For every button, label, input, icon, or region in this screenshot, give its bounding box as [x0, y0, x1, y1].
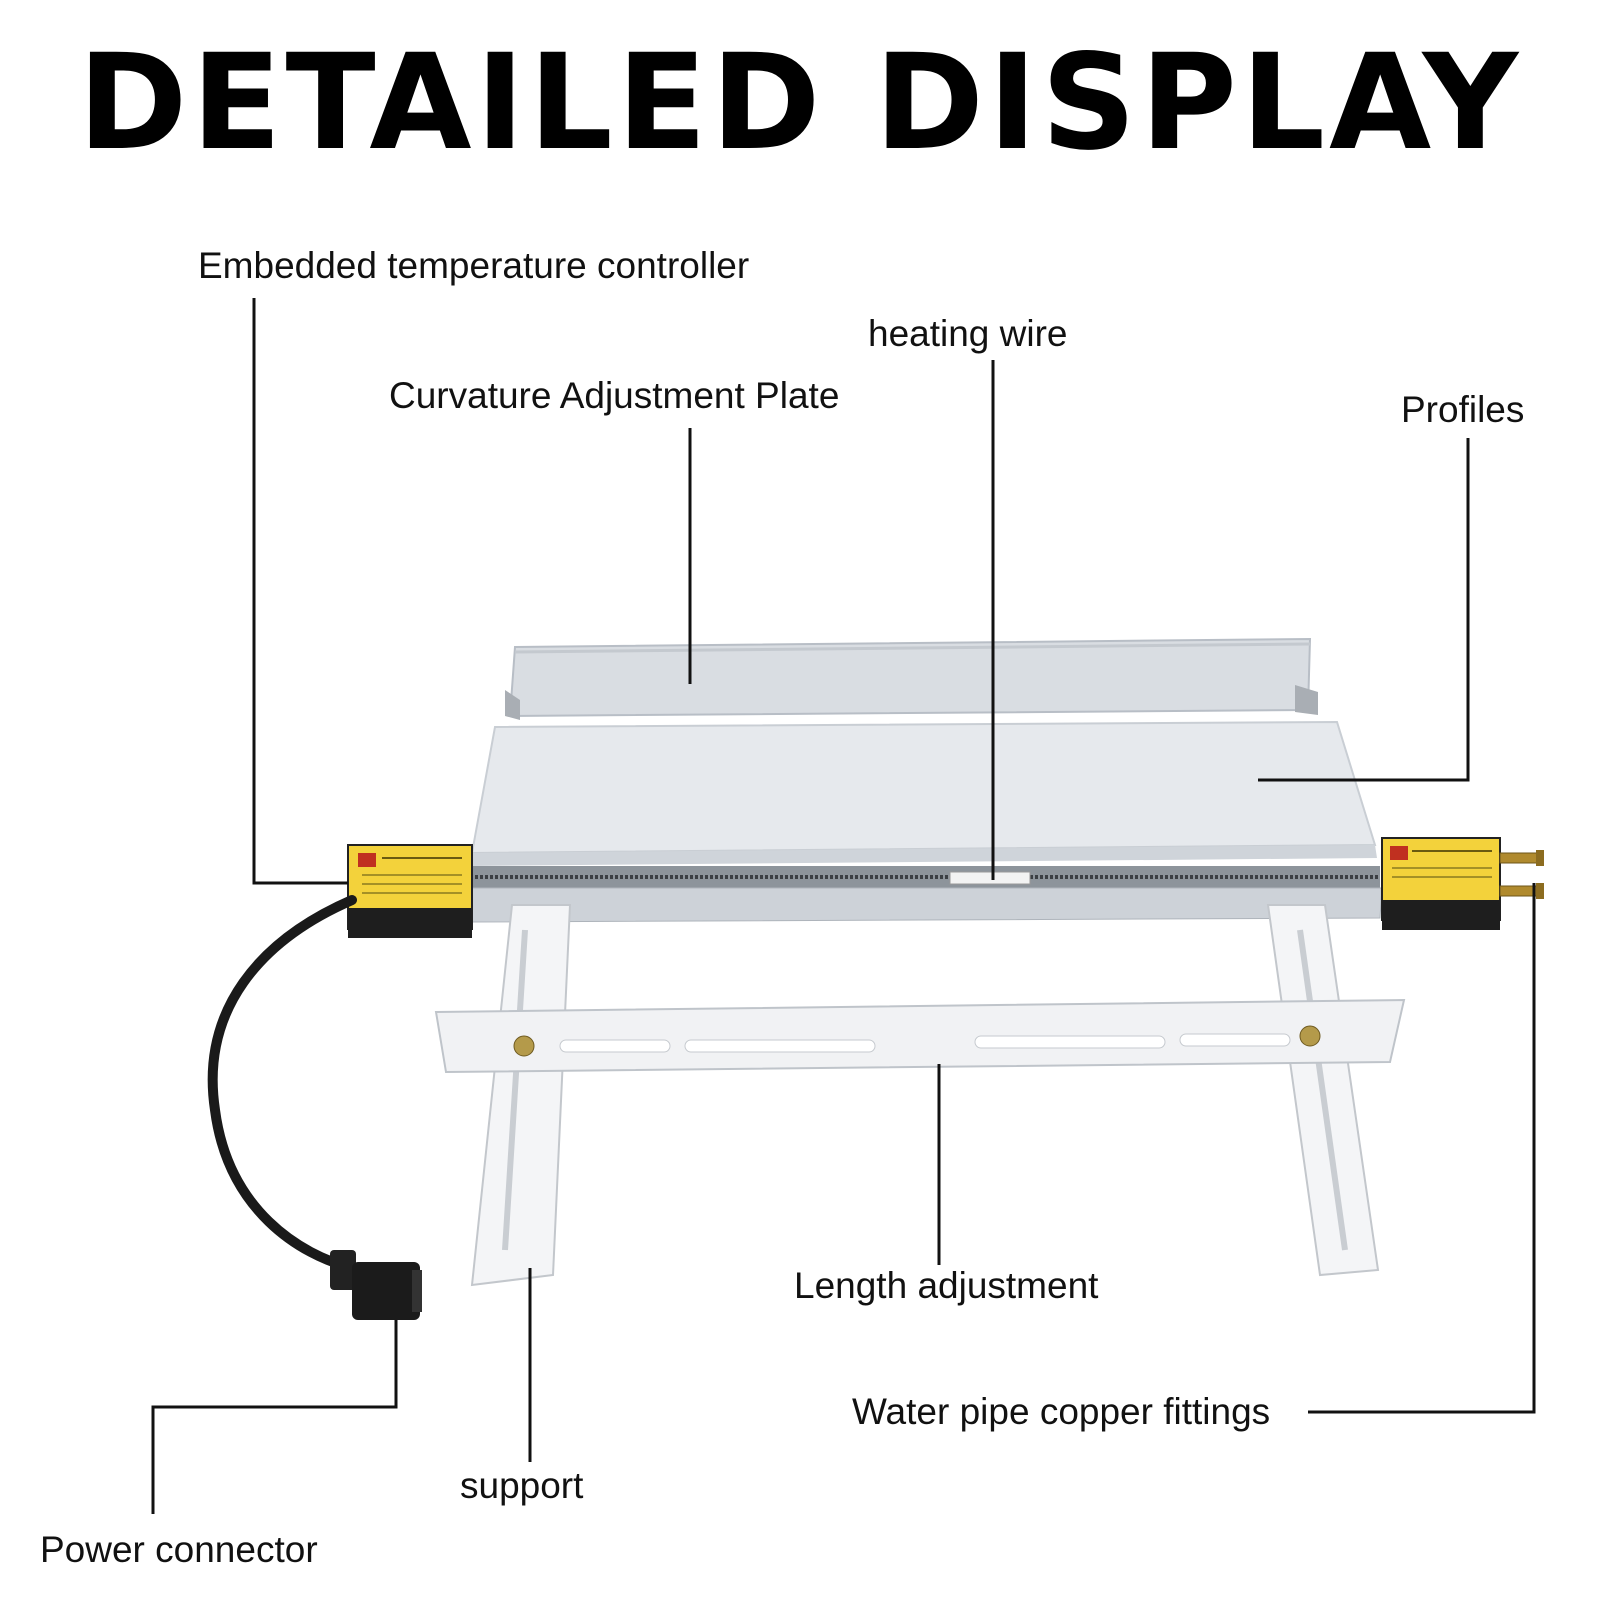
support-bracket-left — [470, 904, 572, 1287]
label-profiles: Profiles — [1401, 389, 1525, 430]
leader-lines — [151, 298, 1536, 1514]
machine-illustration — [207, 637, 1544, 1320]
power-plug — [330, 1250, 422, 1320]
temperature-controller-right — [1381, 837, 1501, 930]
leader-profiles — [1258, 438, 1470, 782]
power-cord — [207, 895, 357, 1273]
label-power-connector: Power connector — [40, 1529, 318, 1570]
length-adjustment-bar — [434, 998, 1406, 1074]
label-copper-fittings: Water pipe copper fittings — [852, 1391, 1271, 1432]
label-temperature-controller: Embedded temperature controller — [198, 245, 750, 286]
leader-copper-fittings — [1308, 883, 1536, 1414]
label-curvature-plate: Curvature Adjustment Plate — [389, 375, 840, 416]
label-length-adjustment: Length adjustment — [794, 1265, 1099, 1306]
label-heating-wire: heating wire — [868, 313, 1068, 354]
heating-wire-channel — [468, 866, 1380, 888]
support-bracket-right — [1266, 904, 1380, 1277]
page-title: DETAILED DISPLAY — [77, 26, 1523, 180]
leader-temperature-controller — [252, 298, 348, 885]
profile-surface — [470, 720, 1377, 855]
temperature-controller-left — [347, 844, 473, 938]
copper-fittings — [1499, 850, 1544, 899]
label-support: support — [460, 1465, 584, 1506]
leader-power-connector — [151, 1320, 398, 1514]
